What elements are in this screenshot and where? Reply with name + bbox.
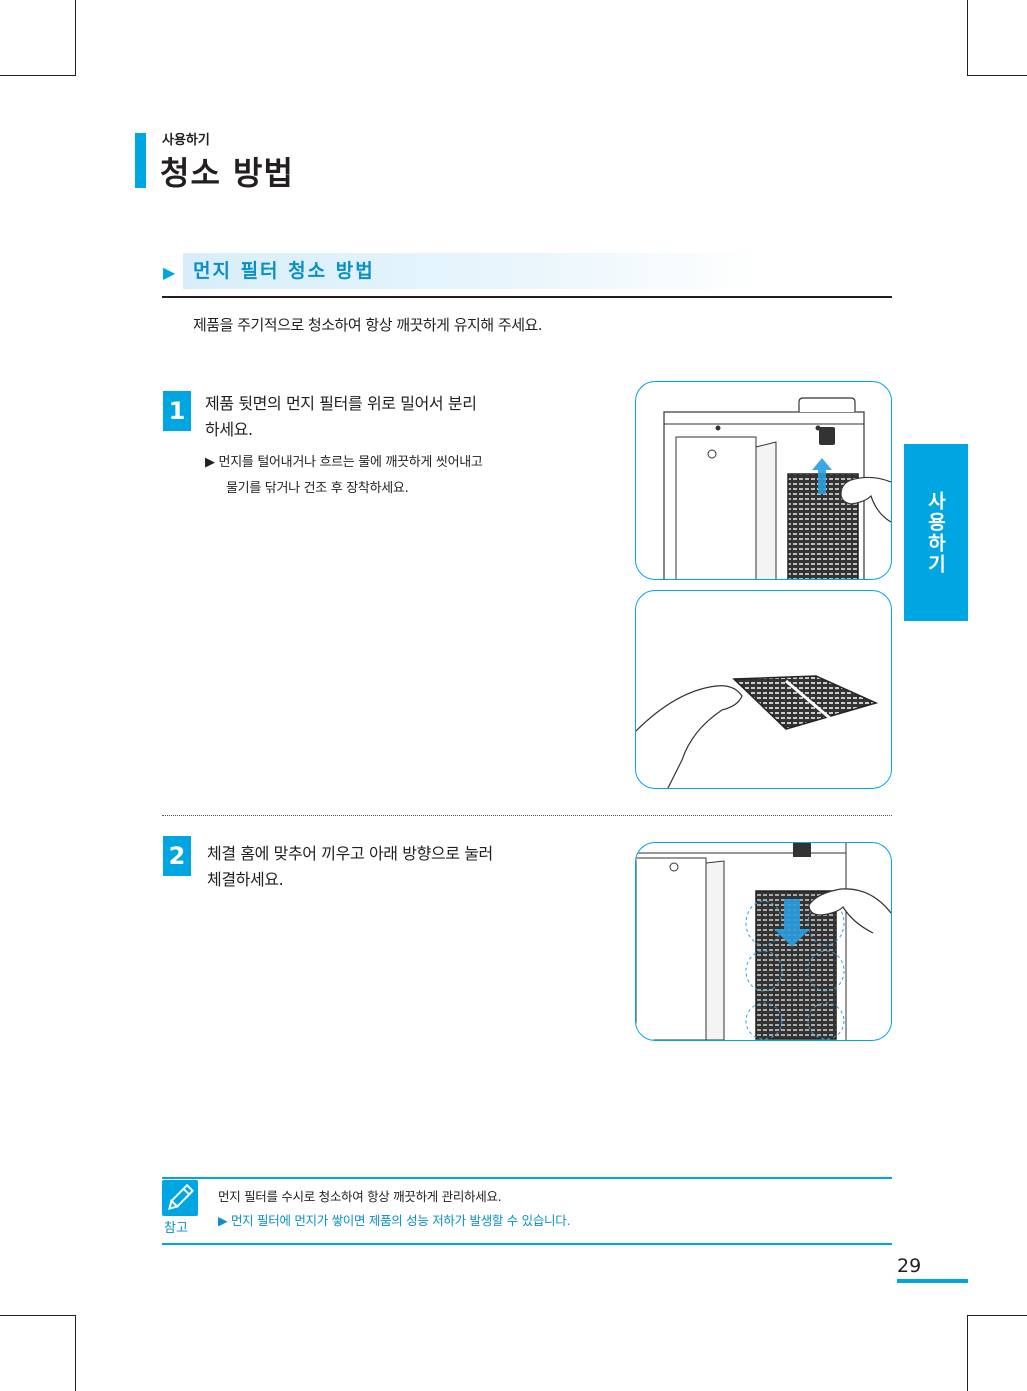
note-bottom-rule [162, 1243, 892, 1245]
crop-mark [967, 1315, 968, 1391]
pencil-icon [162, 1180, 198, 1216]
step-1-text-line2: 하세요. [205, 420, 253, 439]
note-top-rule [162, 1177, 892, 1179]
note-line-1: 먼지 필터를 수시로 청소하여 항상 깨끗하게 관리하세요. [218, 1189, 502, 1204]
side-tab-label: 사용하기 [924, 490, 947, 575]
step-2-text-line2: 체결하세요. [207, 870, 284, 889]
step-1-number: 1 [163, 391, 191, 431]
illustration-filter-washing [635, 590, 892, 789]
step-2-text-line1: 체결 홈에 맞추어 끼우고 아래 방향으로 눌러 [207, 844, 493, 863]
note-line-2: ▶ 먼지 필터에 먼지가 쌓이면 제품의 성능 저하가 발생할 수 있습니다. [218, 1213, 571, 1228]
page-number: 29 [897, 1255, 922, 1277]
illustration-filter-install [635, 842, 892, 1041]
page-number-bar [897, 1279, 968, 1283]
page-title: 청소 방법 [160, 154, 294, 192]
crop-mark [967, 1315, 1027, 1316]
crop-mark [967, 0, 968, 76]
chapter-category: 사용하기 [162, 133, 210, 148]
step-divider [162, 815, 892, 816]
crop-mark [967, 75, 1027, 76]
step-1-sub-line2: 물기를 닦거나 건조 후 장착하세요. [226, 481, 409, 496]
section-title: 먼지 필터 청소 방법 [193, 260, 375, 282]
step-2-number: 2 [163, 836, 191, 876]
section-intro: 제품을 주기적으로 청소하여 항상 깨끗하게 유지해 주세요. [193, 316, 543, 334]
crop-mark [75, 1315, 76, 1391]
step-1-text-line1: 제품 뒷면의 먼지 필터를 위로 밀어서 분리 [205, 394, 477, 413]
crop-mark [75, 0, 76, 76]
note-label: 참고 [164, 1221, 188, 1236]
title-accent-bar [135, 133, 146, 188]
chapter-side-tab: 사용하기 [904, 444, 968, 621]
section-divider [162, 296, 892, 298]
crop-mark [0, 1315, 76, 1316]
illustration-filter-removal [635, 381, 892, 580]
section-arrow-icon: ▶ [163, 263, 176, 282]
step-1-sub-line1: ▶ 먼지를 털어내거나 흐르는 물에 깨끗하게 씻어내고 [205, 455, 483, 470]
crop-mark [0, 75, 76, 76]
section-heading-band [183, 253, 763, 289]
